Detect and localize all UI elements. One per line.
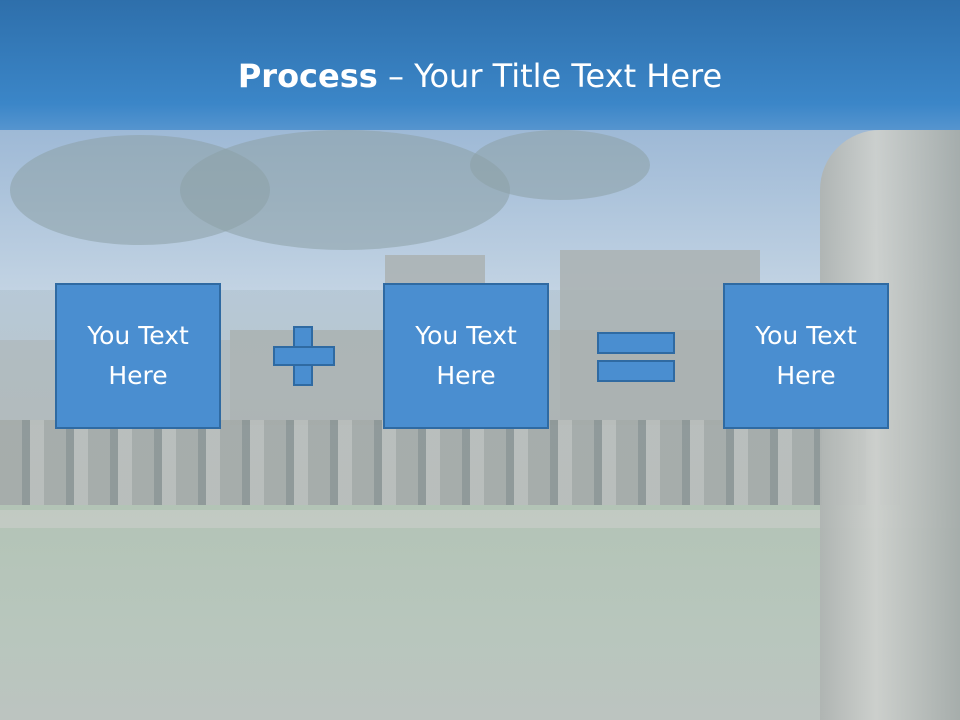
process-box-text: You Text Here: [87, 321, 189, 390]
slide-title[interactable]: Process – Your Title Text Here: [0, 54, 960, 98]
tree-canopy: [180, 130, 510, 250]
process-box-1[interactable]: You Text Here: [55, 283, 221, 429]
plus-icon: [273, 326, 335, 388]
equals-icon-top-bar: [597, 332, 675, 354]
plus-center: [295, 348, 311, 364]
lawn: [0, 505, 960, 720]
tree-canopy: [470, 130, 650, 200]
process-box-2[interactable]: You Text Here: [383, 283, 549, 429]
equals-icon-bottom-bar: [597, 360, 675, 382]
process-box-text: You Text Here: [755, 321, 857, 390]
path: [0, 510, 960, 528]
process-box-3[interactable]: You Text Here: [723, 283, 889, 429]
process-box-text: You Text Here: [415, 321, 517, 390]
title-bold: Process: [237, 57, 378, 95]
title-rest: – Your Title Text Here: [377, 57, 723, 95]
colonnade: [0, 420, 900, 510]
title-bar: Process – Your Title Text Here: [0, 0, 960, 130]
